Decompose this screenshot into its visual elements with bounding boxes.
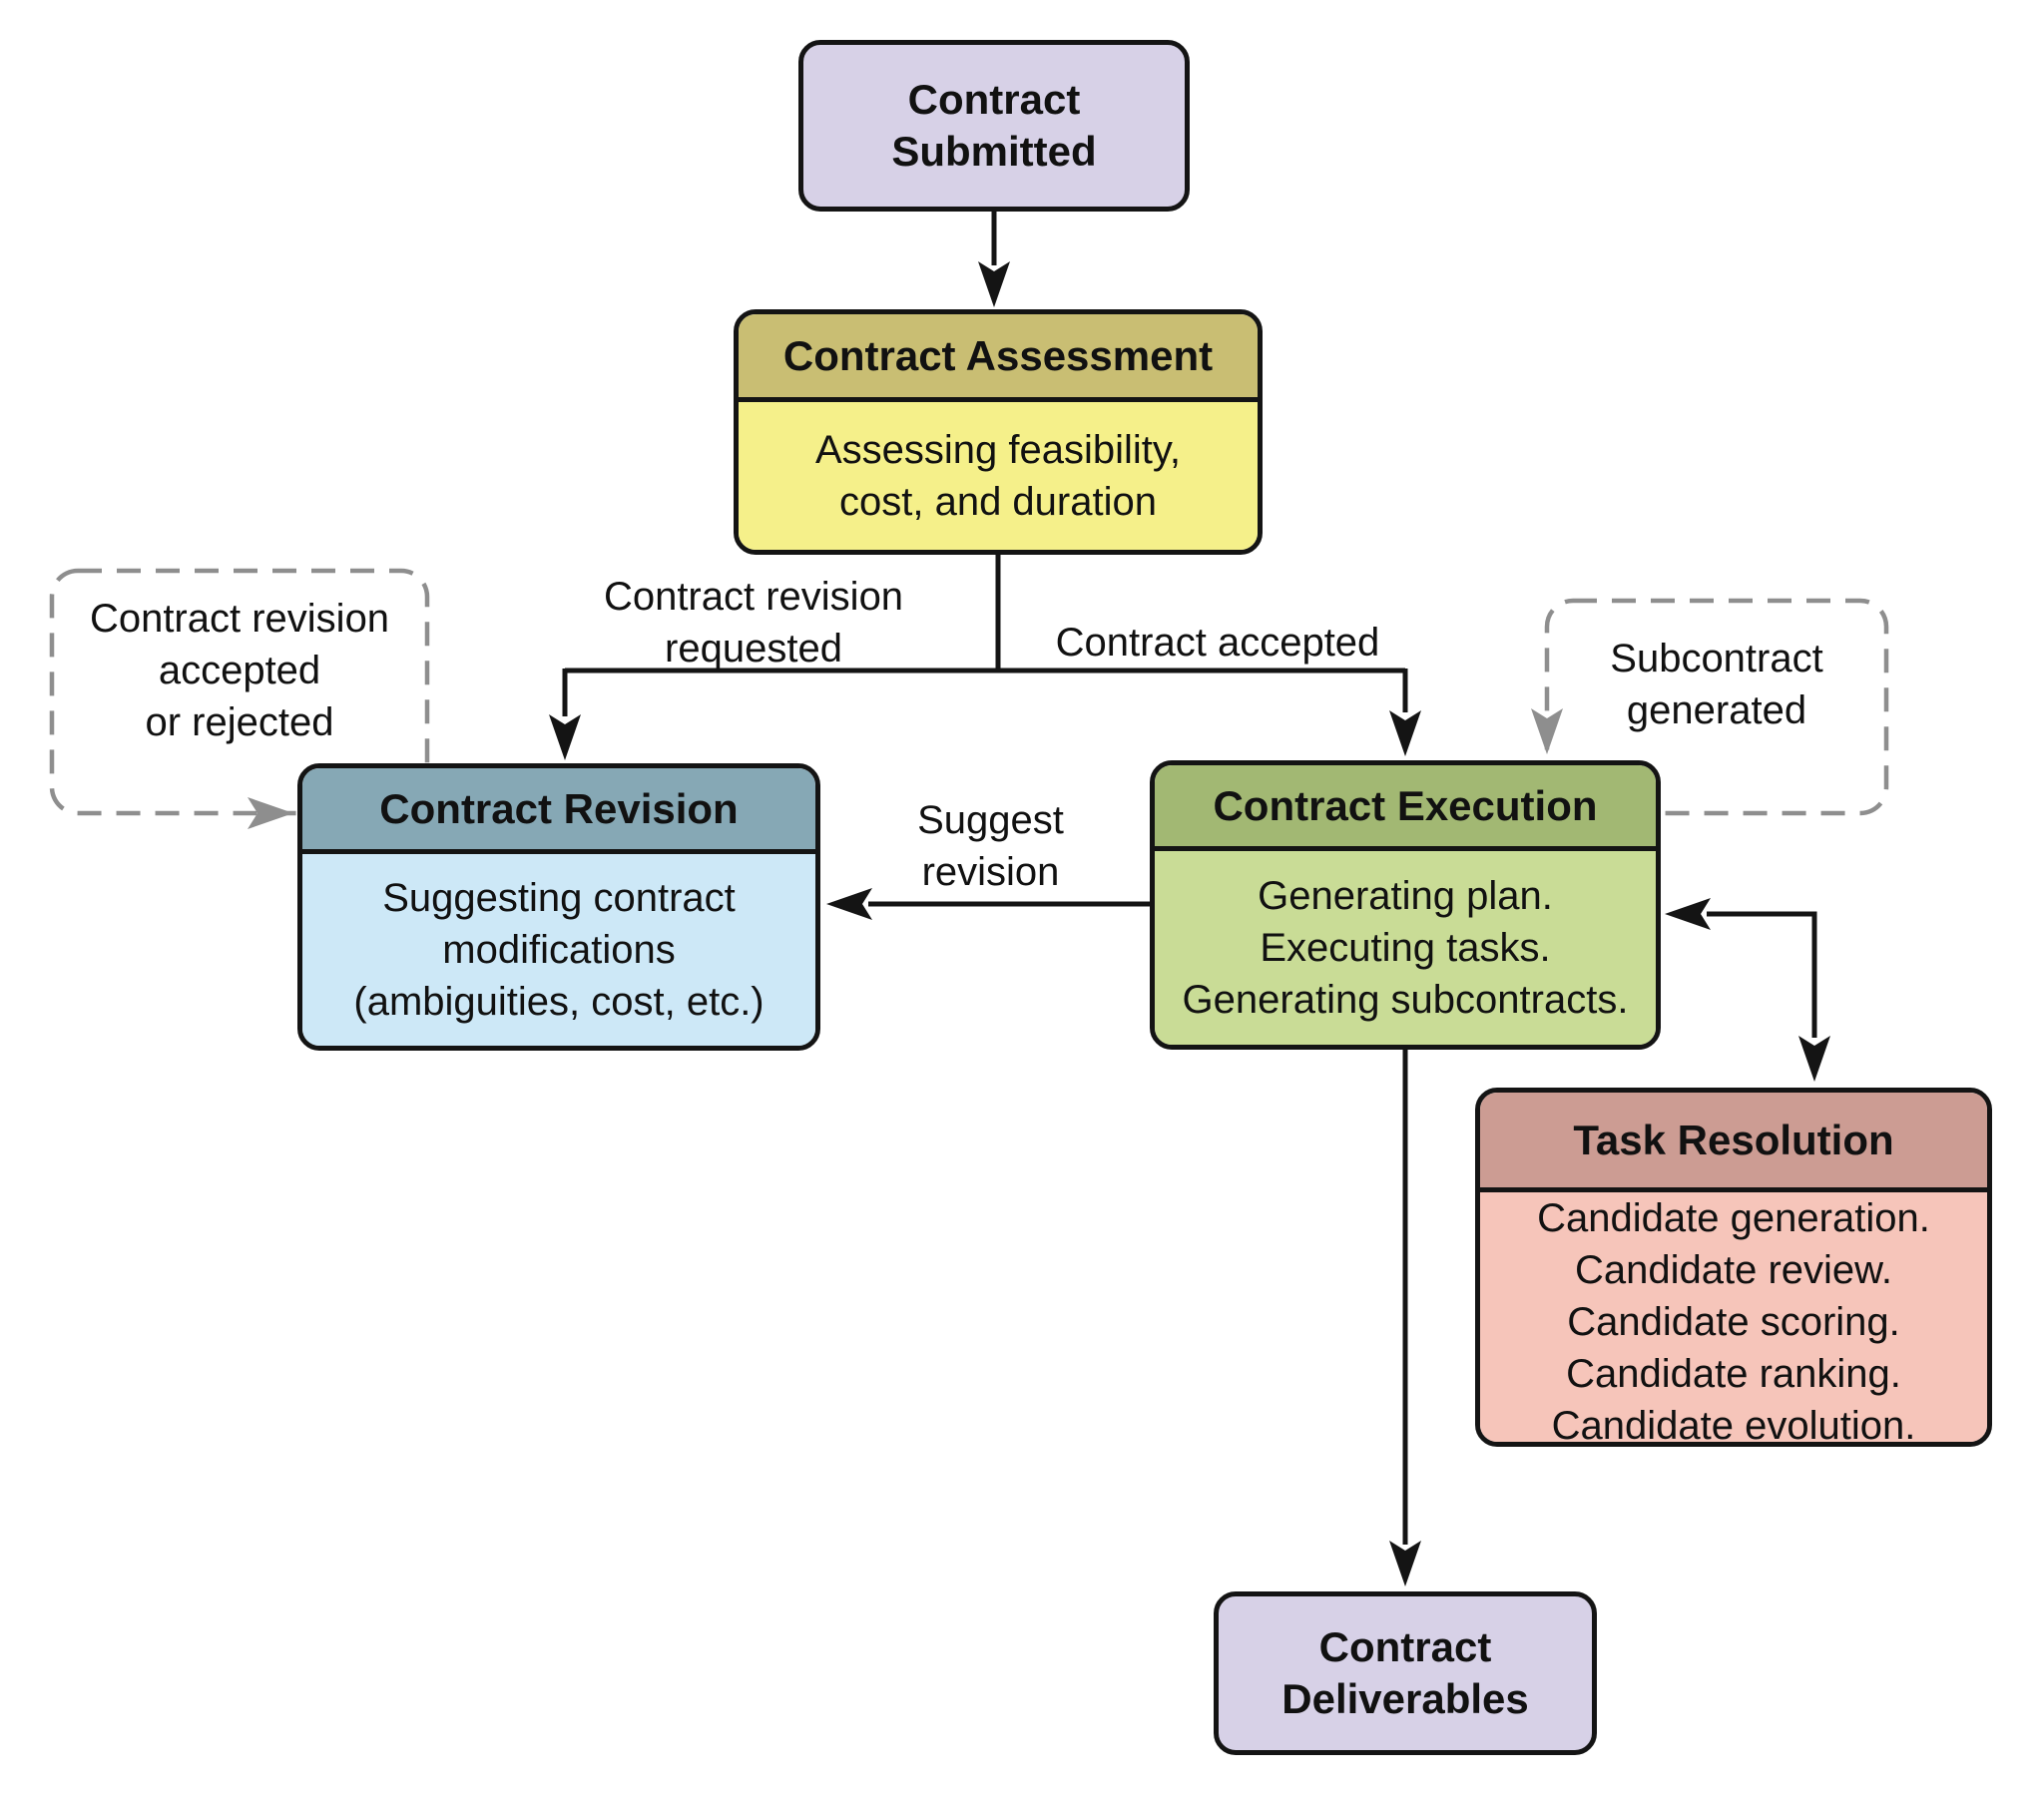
edge-label-contract-accepted: Contract accepted	[1055, 621, 1380, 665]
contract-deliverables-node: Contract Deliverables	[1214, 1591, 1597, 1755]
edge-label-revision-requested: Contract revision requested	[603, 575, 904, 671]
arrowhead-into-assessment	[978, 261, 1010, 307]
contract-assessment-title: Contract Assessment	[739, 314, 1258, 402]
loop-execution-task-resolution	[1707, 911, 1817, 1038]
contract-revision-body: Suggesting contract modifications (ambig…	[302, 854, 815, 1046]
edge-label-suggest-revision: Suggest revision	[917, 798, 1064, 894]
arrowhead-into-deliverables	[1389, 1541, 1421, 1586]
arrowhead-suggest-revision	[826, 888, 872, 920]
dashed-arrowhead-into-revision	[248, 797, 293, 829]
contract-execution-title: Contract Execution	[1155, 765, 1656, 851]
dashed-arrowhead-into-execution	[1531, 708, 1563, 754]
arrowhead-into-execution	[1389, 710, 1421, 756]
arrowhead-loop-into-task-resolution	[1798, 1036, 1830, 1082]
contract-deliverables-title: Contract Deliverables	[1281, 1622, 1529, 1723]
task-resolution-node: Task Resolution Candidate generation. Ca…	[1475, 1088, 1992, 1447]
contract-execution-node: Contract Execution Generating plan. Exec…	[1150, 760, 1661, 1050]
contract-submitted-node: Contract Submitted	[798, 40, 1190, 212]
task-resolution-title: Task Resolution	[1480, 1093, 1987, 1192]
task-resolution-body: Candidate generation. Candidate review. …	[1480, 1192, 1987, 1442]
arrowhead-loop-into-execution	[1665, 898, 1711, 930]
contract-submitted-title: Contract Submitted	[891, 75, 1097, 176]
contract-assessment-body: Assessing feasibility, cost, and duratio…	[739, 402, 1258, 550]
note-box-revision-outcome	[49, 568, 430, 816]
contract-revision-node: Contract Revision Suggesting contract mo…	[297, 763, 820, 1051]
contract-assessment-node: Contract Assessment Assessing feasibilit…	[734, 309, 1263, 555]
note-box-subcontract-generated	[1544, 598, 1889, 816]
arrowhead-into-revision	[549, 714, 581, 760]
contract-execution-body: Generating plan. Executing tasks. Genera…	[1155, 851, 1656, 1045]
contract-revision-title: Contract Revision	[302, 768, 815, 854]
note-revision-outcome-text: Contract revision accepted or rejected	[89, 597, 390, 744]
note-subcontract-generated-text: Subcontract generated	[1610, 637, 1823, 732]
